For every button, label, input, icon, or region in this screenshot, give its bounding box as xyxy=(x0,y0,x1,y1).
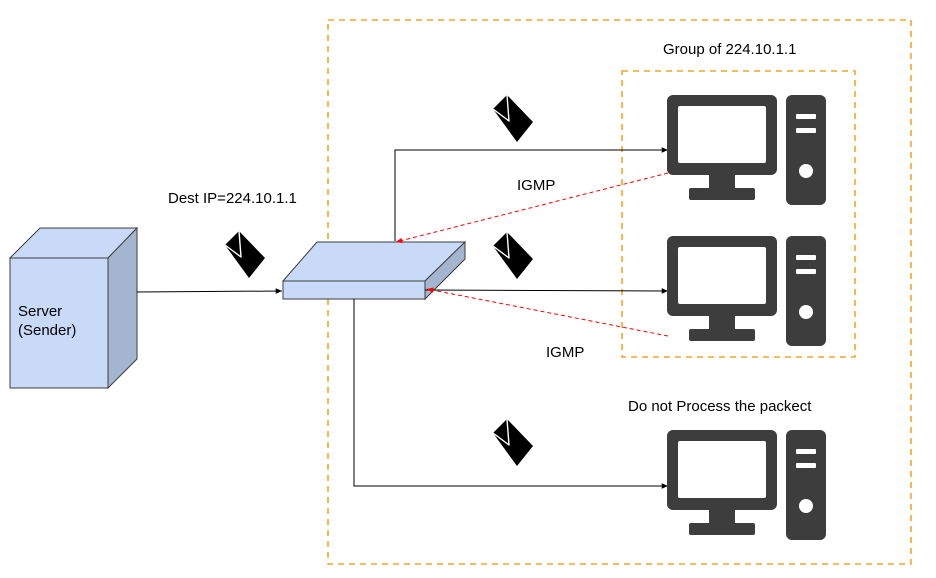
switch-to-computer-2-link xyxy=(424,288,669,294)
igmp-arrow-1 xyxy=(395,172,669,244)
no-process-label: Do not Process the packect xyxy=(628,398,812,415)
server-label-line-2: (Sender) xyxy=(18,322,77,339)
igmp-label-2: IGMP xyxy=(546,344,585,361)
packet-envelope-icon xyxy=(492,231,534,280)
packet-envelope-icon xyxy=(224,230,266,279)
packet-envelope-icon xyxy=(492,94,534,143)
server-to-switch-link xyxy=(136,288,283,294)
desktop-computer-icon xyxy=(667,430,826,540)
desktop-computer-icon xyxy=(667,236,826,346)
group-boundary xyxy=(621,70,856,358)
dest-ip-label: Dest IP=224.10.1.1 xyxy=(168,190,297,207)
group-label: Group of 224.10.1.1 xyxy=(663,41,797,58)
packet-envelope-icon xyxy=(492,418,534,467)
igmp-arrow-2 xyxy=(426,287,669,337)
switch-to-computer-1-link xyxy=(394,147,668,241)
network-switch-icon xyxy=(281,240,467,301)
desktop-computer-icon xyxy=(667,95,826,205)
igmp-label-1: IGMP xyxy=(517,177,556,194)
server-label-line-1: Server xyxy=(18,303,63,320)
server-box-icon xyxy=(8,226,139,390)
switch-to-computer-3-link xyxy=(353,299,668,489)
